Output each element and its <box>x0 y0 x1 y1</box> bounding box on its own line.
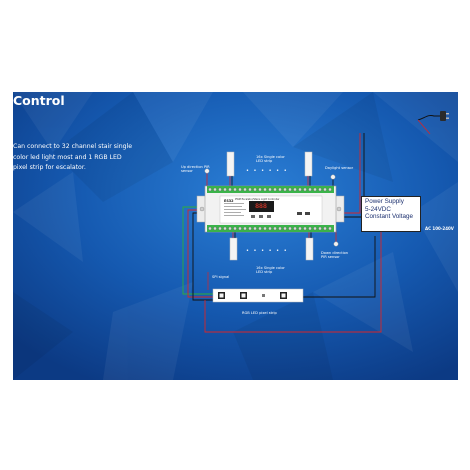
terminal-screw <box>253 187 257 192</box>
terminal-screw <box>278 187 282 192</box>
terminal-screw <box>213 187 217 192</box>
display-readout: 888 <box>255 202 267 210</box>
power-supply-box <box>361 196 421 232</box>
terminal-screw <box>258 226 262 231</box>
up-pir-label: Up direction PIR sensor <box>181 165 210 174</box>
terminal-screw <box>323 226 327 231</box>
terminal-screw <box>318 187 322 192</box>
terminal-screw <box>318 226 322 231</box>
device-name: PWM Escalator/Stairs Light Controller <box>235 198 280 201</box>
daylight-sensor-icon <box>330 174 336 180</box>
rgb-pixel-strip <box>212 288 304 303</box>
terminal-screw <box>303 187 307 192</box>
terminal-screw <box>213 226 217 231</box>
terminal-screw <box>328 226 332 231</box>
single-strip-bottom-label: 16x Single color LED strip <box>256 266 285 275</box>
spi-signal-label: SPI signal <box>212 275 230 279</box>
terminal-screw <box>218 187 222 192</box>
terminal-screw <box>298 187 302 192</box>
terminal-screw <box>273 187 277 192</box>
terminal-screw <box>273 226 277 231</box>
terminal-screw <box>303 226 307 231</box>
terminal-screw <box>228 226 232 231</box>
led-strip-top-right <box>304 151 313 177</box>
terminal-screw <box>253 226 257 231</box>
terminal-screw <box>208 187 212 192</box>
led-strip-bottom-left <box>229 237 238 261</box>
terminal-screw <box>283 226 287 231</box>
led-strip-top-left <box>226 151 235 177</box>
terminal-screw <box>243 226 247 231</box>
terminal-screw <box>208 226 212 231</box>
terminal-screw <box>313 187 317 192</box>
terminal-screw <box>268 187 272 192</box>
terminal-screw <box>308 187 312 192</box>
terminal-screw <box>258 187 262 192</box>
terminal-screw <box>298 226 302 231</box>
terminal-screw <box>328 187 332 192</box>
banner-description: Can connect to 32 channel stair single c… <box>13 143 133 171</box>
terminal-screw <box>288 187 292 192</box>
banner-title: Max 32 Channel Stairs Lighting Control <box>13 59 126 108</box>
daylight-label: Daylight sensor <box>325 166 354 170</box>
device-model: ES32 <box>224 199 234 203</box>
banner-background <box>13 92 458 380</box>
ac-plug-icon <box>440 111 449 121</box>
terminal-screw <box>238 187 242 192</box>
terminal-screw <box>238 226 242 231</box>
led-strip-bottom-right <box>305 237 314 261</box>
terminal-screw <box>228 187 232 192</box>
terminal-screw <box>293 187 297 192</box>
terminal-screw <box>288 226 292 231</box>
terminal-screw <box>283 187 287 192</box>
strip-continuation-dots-top: • • • • • • <box>246 168 289 174</box>
up-pir-sensor-icon <box>204 168 210 174</box>
rgb-strip-label: RGB LED pixel strip <box>242 311 277 315</box>
terminal-screw <box>223 226 227 231</box>
terminal-screw <box>233 187 237 192</box>
terminal-screw <box>313 226 317 231</box>
terminal-screw <box>323 187 327 192</box>
terminal-screw <box>293 226 297 231</box>
terminal-screw <box>263 226 267 231</box>
product-banner <box>13 92 458 380</box>
terminal-screw <box>243 187 247 192</box>
down-pir-sensor-icon <box>333 241 339 247</box>
terminal-screw <box>223 187 227 192</box>
strip-continuation-dots-bottom: • • • • • • <box>246 248 289 254</box>
terminal-screw <box>218 226 222 231</box>
terminal-screw <box>278 226 282 231</box>
terminal-screw <box>248 226 252 231</box>
terminal-screw <box>268 226 272 231</box>
terminal-screw <box>308 226 312 231</box>
down-pir-label: Down direction PIR sensor <box>321 251 349 260</box>
single-strip-top-label: 16x Single color LED strip <box>256 155 285 164</box>
terminal-screw <box>248 187 252 192</box>
ac-input-label: AC 100-240V <box>425 226 454 231</box>
terminal-screw <box>233 226 237 231</box>
power-supply-text: Power Supply 5-24VDC Constant Voltage <box>365 198 413 221</box>
terminal-screw <box>263 187 267 192</box>
